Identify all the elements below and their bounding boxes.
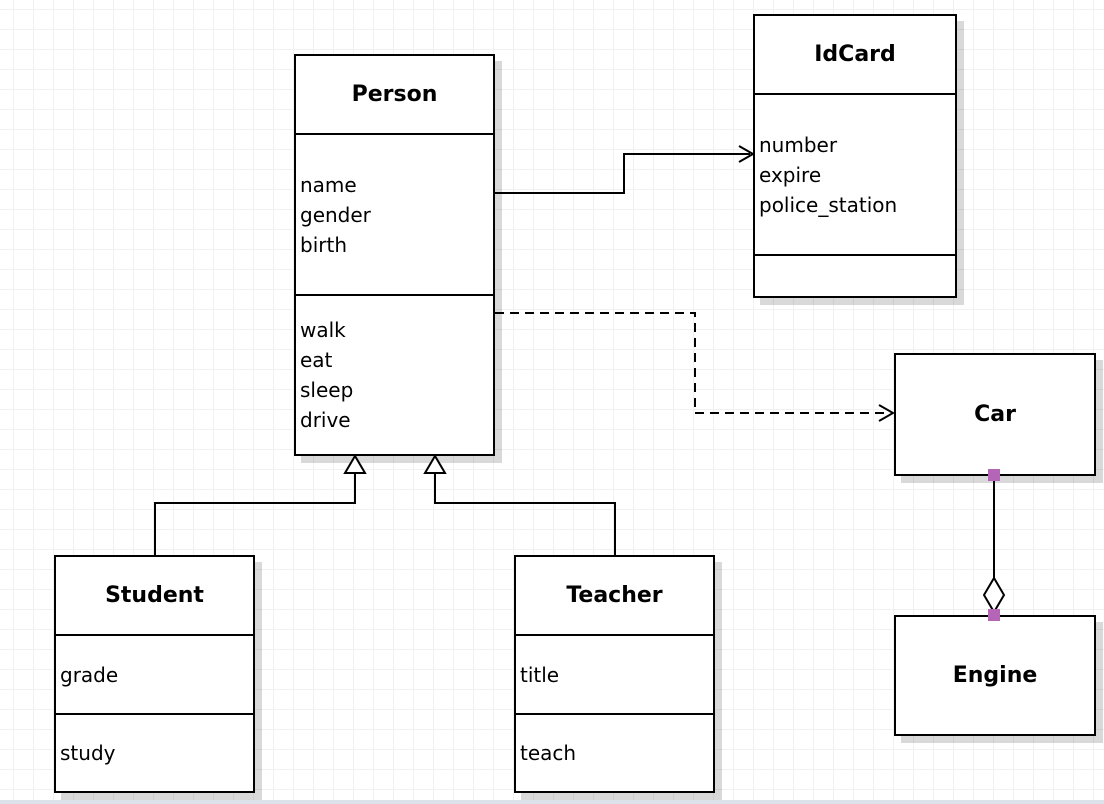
- attribute-line: birth: [300, 232, 347, 257]
- class-title: Car: [974, 402, 1016, 427]
- method-line: teach: [520, 741, 577, 765]
- generalization-student-person[interactable]: [154, 454, 367, 555]
- methods-section: study: [56, 713, 253, 791]
- hollow-triangle-icon: [343, 454, 367, 474]
- attribute-line: police_station: [759, 192, 898, 217]
- method-line: walk: [300, 318, 346, 342]
- generalization-teacher-person[interactable]: [423, 454, 616, 555]
- association-person-idcard[interactable]: [495, 145, 756, 194]
- hollow-triangle-icon: [423, 454, 447, 474]
- class-car[interactable]: Car: [894, 353, 1096, 476]
- hollow-diamond-icon: [982, 576, 1006, 614]
- attributes-section: name gender birth: [296, 133, 493, 294]
- class-teacher[interactable]: Teacher title teach: [514, 555, 715, 793]
- attribute-line: number: [759, 132, 838, 157]
- class-title: IdCard: [814, 42, 896, 67]
- aggregation-car-engine[interactable]: [982, 469, 1006, 621]
- method-line: study: [60, 741, 116, 765]
- method-line: sleep: [300, 378, 354, 402]
- empty-methods-section: [755, 254, 955, 296]
- attribute-line: gender: [300, 202, 371, 227]
- attributes-section: title: [516, 634, 713, 713]
- method-line: drive: [300, 408, 351, 432]
- class-student[interactable]: Student grade study: [54, 555, 255, 793]
- attribute-line: expire: [759, 162, 822, 187]
- attribute-line: title: [520, 662, 560, 687]
- class-title: Teacher: [566, 583, 663, 608]
- open-arrow-icon: [878, 404, 896, 422]
- endpoint-handle-car[interactable]: [988, 469, 1000, 481]
- attribute-line: grade: [60, 662, 119, 687]
- class-title: Person: [351, 82, 438, 107]
- attributes-section: number expire police_station: [755, 93, 955, 254]
- dependency-person-car[interactable]: [495, 312, 896, 422]
- method-line: eat: [300, 348, 333, 372]
- endpoint-handle-engine[interactable]: [988, 609, 1000, 621]
- methods-section: teach: [516, 713, 713, 791]
- class-idcard[interactable]: IdCard number expire police_station: [753, 14, 957, 298]
- class-engine[interactable]: Engine: [894, 615, 1096, 736]
- attributes-section: grade: [56, 634, 253, 713]
- methods-section: walk eat sleep drive: [296, 294, 493, 454]
- attribute-line: name: [300, 172, 357, 197]
- class-title: Engine: [952, 663, 1038, 688]
- open-arrow-icon: [738, 145, 756, 163]
- viewport-edge-strip: [0, 800, 1104, 804]
- class-person[interactable]: Person name gender birth walk eat sleep …: [294, 54, 495, 456]
- class-title: Student: [105, 583, 204, 608]
